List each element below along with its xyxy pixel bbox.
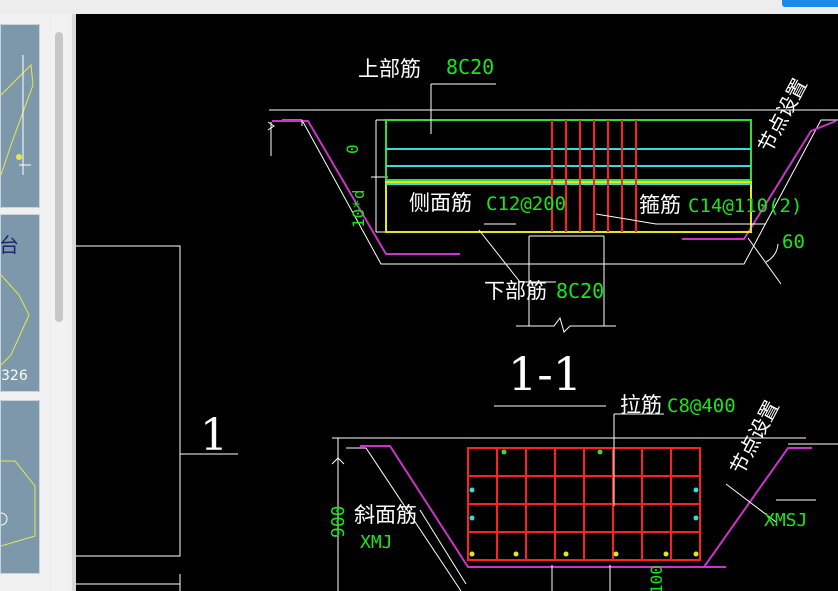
dim-10d: 10*d <box>349 189 368 228</box>
sidebar-scrollbar-thumb[interactable] <box>55 32 63 322</box>
side-bar-value: C12@200 <box>486 193 566 215</box>
thumbnail-3[interactable] <box>0 400 40 574</box>
tie-value: C8@400 <box>667 395 736 417</box>
side-label: 1 <box>200 410 228 461</box>
panel-divider[interactable] <box>72 14 76 591</box>
upper-section-outline <box>267 109 838 333</box>
slope-value: XMJ <box>360 532 393 553</box>
cad-drawing: 1 <box>76 55 838 591</box>
window-top-strip <box>0 0 838 14</box>
top-right-button[interactable] <box>782 0 838 7</box>
upper-leaders <box>430 83 782 285</box>
upper-rebars <box>385 119 752 233</box>
cad-canvas[interactable]: 1 <box>76 14 838 591</box>
dim-900: 900 <box>328 505 349 538</box>
dim-100: 100 <box>647 565 666 591</box>
thumbnail-2-drawing <box>1 274 30 366</box>
lower-rebar-cage <box>467 447 701 561</box>
thumbnail-2[interactable]: 台 326 <box>0 214 40 392</box>
lower-section-outline <box>331 437 838 591</box>
thumbnail-1[interactable] <box>0 24 40 208</box>
slope-label: 斜面筋 <box>354 503 417 527</box>
angle-arc <box>765 243 779 263</box>
lower-leaders <box>419 413 777 585</box>
sidebar-scrollbar[interactable] <box>52 14 66 591</box>
top-bar-label: 上部筋 <box>358 57 421 81</box>
stirrup-value: C14@110(2) <box>688 195 802 217</box>
thumbnail-2-number: 326 <box>1 368 28 384</box>
top-bar-value: 8C20 <box>446 55 494 79</box>
lower-rebar-points <box>469 449 699 557</box>
dim-zero: 0 <box>343 144 362 154</box>
thumbnail-1-drawing <box>1 55 34 176</box>
bottom-bar-value: 8C20 <box>556 279 604 303</box>
stirrup-label: 箍筋 <box>639 193 681 217</box>
left-section-outline <box>76 245 238 591</box>
thumbnail-2-label: 台 <box>0 233 19 257</box>
xmsj-label: XMSJ <box>764 510 807 531</box>
side-bar-label: 侧面筋 <box>409 191 472 215</box>
tie-label: 拉筋 <box>620 393 662 417</box>
thumbnail-3-drawing <box>1 460 36 547</box>
angle-value: 60 <box>782 231 805 253</box>
bottom-bar-label: 下部筋 <box>484 279 547 303</box>
section-title: 1-1 <box>508 347 582 401</box>
